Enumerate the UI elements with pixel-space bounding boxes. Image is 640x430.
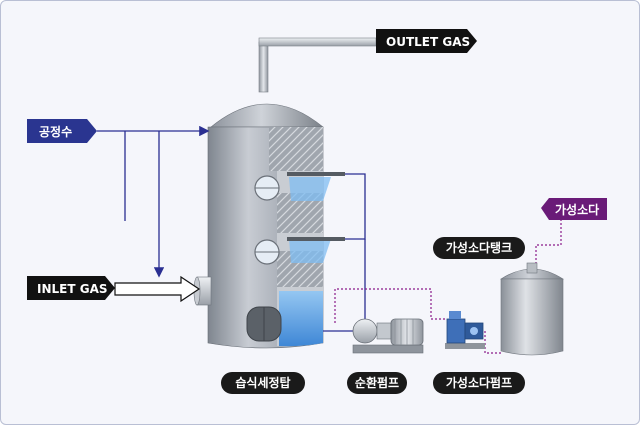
process-water-label: 공정수 [39,124,72,139]
inlet-gas-tag: INLET GAS [27,276,115,300]
circulation-pump [352,318,424,354]
scrubber-tower-caption: 습식세정탑 [235,375,290,390]
outlet-gas-label: OUTLET GAS [386,35,470,49]
caustic-soda-pump [445,311,485,349]
caustic-soda-tag: 가성소다 [541,198,607,220]
pentagon-tag-icon [27,119,97,143]
arrow-right-icon [114,275,201,303]
pentagon-tag-icon [376,29,477,53]
caption-caustic-tank: 가성소다탱크 [433,237,525,259]
process-water-lines [97,125,210,278]
outlet-stack-pipe [258,37,377,93]
caustic-pump-caption: 가성소다펌프 [446,375,512,390]
caustic-dosing-lines [334,219,562,354]
caption-scrubber-tower: 습식세정탑 [221,372,305,394]
pentagon-tag-icon [27,276,115,300]
caption-caustic-pump: 가성소다펌프 [433,372,525,394]
caustic-soda-tank [499,262,565,356]
caustic-tank-caption: 가성소다탱크 [446,240,512,255]
sump-water [279,291,323,347]
caustic-soda-label: 가성소다 [555,202,599,217]
spray-headers [287,172,345,241]
inlet-gas-arrow [114,275,201,303]
process-water-tag: 공정수 [27,119,97,143]
outlet-gas-tag: OUTLET GAS [376,29,477,53]
caption-circulation-pump: 순환펌프 [347,372,407,394]
circulation-pump-caption: 순환펌프 [355,375,399,390]
pentagon-tag-icon [541,198,607,220]
scrubber-tower [193,103,331,349]
inlet-gas-label: INLET GAS [37,282,108,296]
